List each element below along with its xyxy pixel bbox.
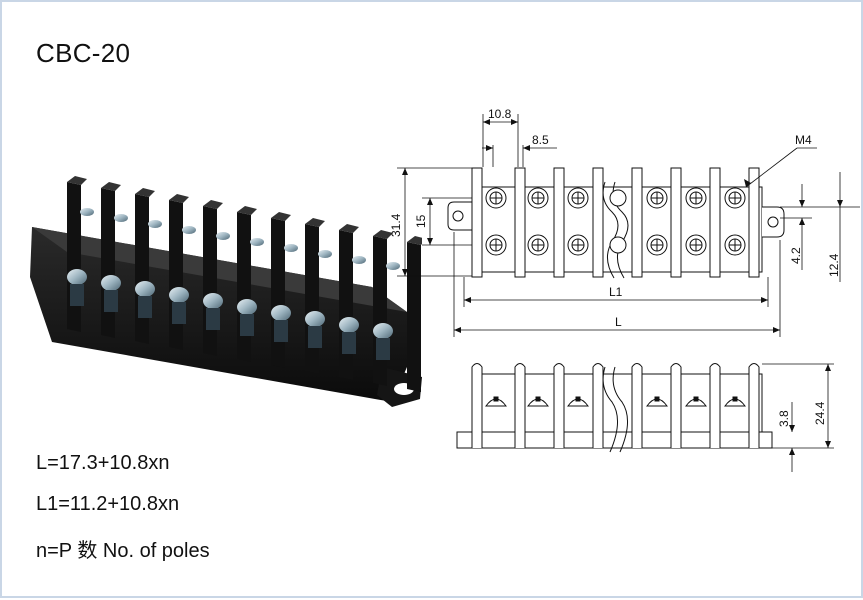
dim-total-height: 24.4 — [813, 401, 827, 425]
terminal-screws — [67, 208, 400, 360]
dim-l1-label: L1 — [609, 285, 623, 299]
formula-length-l1: L1=11.2+10.8xn — [36, 493, 180, 515]
dim-offset: 4.2 — [789, 247, 803, 264]
dim-pitch: 10.8 — [488, 107, 512, 121]
top-view — [447, 167, 785, 279]
side-view — [456, 363, 773, 453]
dim-l-label: L — [615, 315, 622, 329]
dim-hole-spacing: 15 — [414, 214, 428, 228]
dim-foot-height: 12.4 — [827, 253, 841, 277]
formula-poles: n=P 数 No. of poles — [36, 540, 210, 562]
dim-height: 31.4 — [389, 213, 403, 237]
terminal-block-photo — [30, 176, 422, 407]
dim-screw: M4 — [795, 133, 812, 147]
product-title: CBC-20 — [36, 38, 131, 68]
dimension-arrows — [402, 119, 843, 455]
dim-gap: 8.5 — [532, 133, 549, 147]
formula-length: L=17.3+10.8xn — [36, 452, 170, 474]
dim-base-height: 3.8 — [777, 410, 791, 427]
dimension-labels: 10.8 8.5 M4 31.4 15 4.2 12.4 L1 L 24.4 3… — [389, 107, 841, 427]
